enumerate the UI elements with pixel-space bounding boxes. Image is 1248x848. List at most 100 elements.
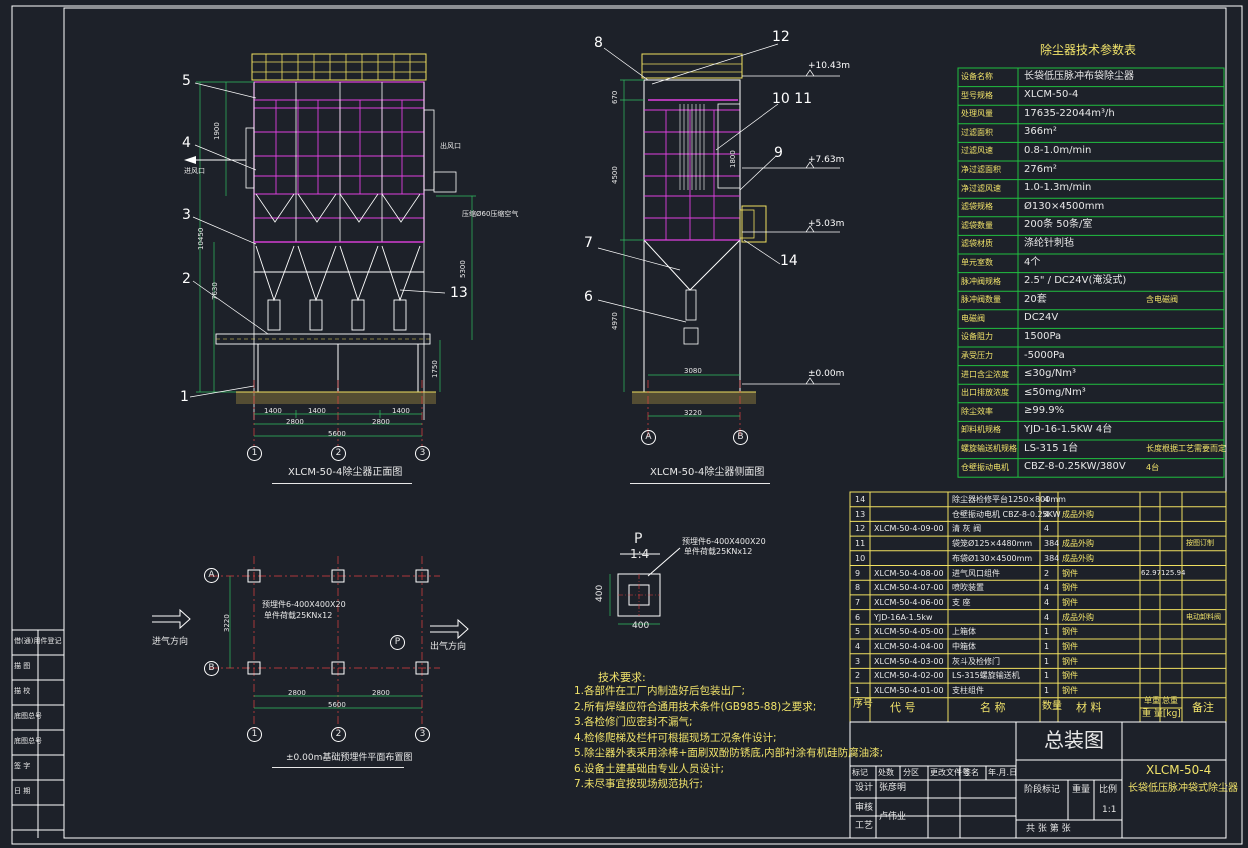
dim-front-1400-a: 1400 xyxy=(264,407,282,415)
sidebar-label: 日 期 xyxy=(14,787,31,795)
part-no: 7 xyxy=(855,597,861,607)
part-qty: 1 xyxy=(1044,671,1050,681)
dim-front-2800-a: 2800 xyxy=(286,418,304,426)
dim-front-7630: 7630 xyxy=(211,282,219,300)
dim-front-1400-b: 1400 xyxy=(308,407,326,415)
side-callout-6: 6 xyxy=(584,289,593,305)
dim-detail-400-h: 400 xyxy=(632,621,650,631)
part-material: 钢件 xyxy=(1062,686,1078,696)
dim-side-4500: 4500 xyxy=(611,166,619,184)
scale-value: 1:1 xyxy=(1102,805,1117,815)
part-material: 钢件 xyxy=(1062,583,1078,593)
axis-front-1: 1 xyxy=(247,446,262,461)
part-name: 上箱体 xyxy=(952,627,976,637)
param-value: ≤30g/Nm³ xyxy=(1024,368,1077,380)
part-name: 除尘器检修平台1250×800mm xyxy=(952,495,1066,504)
part-no: 1 xyxy=(855,686,861,696)
side-caption-underline xyxy=(630,483,770,484)
param-key: 滤袋数量 xyxy=(961,220,993,230)
title-block-grid xyxy=(849,721,1227,839)
param-value: 4个 xyxy=(1024,256,1041,268)
dim-side-3220: 3220 xyxy=(684,409,702,417)
stage-label: 阶段标记 xyxy=(1024,785,1061,795)
params-table-grid xyxy=(957,67,1225,478)
axis-plan-a: A xyxy=(204,568,219,583)
param-value: 366m² xyxy=(1024,126,1057,138)
dim-plan-2800-a: 2800 xyxy=(288,689,306,697)
title-label-1: 处数 xyxy=(878,768,894,777)
param-value: YJD-16-1.5KW 4台 xyxy=(1024,423,1113,435)
part-material: 成品外购 xyxy=(1062,553,1094,563)
param-key: 脉冲阀数量 xyxy=(961,295,1001,305)
title-label-5: 年.月.日 xyxy=(988,768,1018,777)
param-value: LS-315 1台 xyxy=(1024,442,1079,454)
sidebar-label: 签 字 xyxy=(14,762,31,770)
role-process: 工艺 xyxy=(855,821,874,831)
part-no: 2 xyxy=(855,671,861,681)
param-key: 过滤面积 xyxy=(961,127,993,137)
tech-req-item: 3.各检修门应密封不漏气; xyxy=(574,716,693,728)
param-value: 0.8-1.0m/min xyxy=(1024,144,1092,156)
axis-front-3: 3 xyxy=(415,446,430,461)
axis-plan-2: 2 xyxy=(331,727,346,742)
param-key: 卸料机规格 xyxy=(961,425,1001,435)
param-note: 4台 xyxy=(1146,462,1160,472)
dim-front-2800-b: 2800 xyxy=(372,418,390,426)
part-total-weight: 125.94 xyxy=(1161,568,1186,577)
sidebar-label: 底图总号 xyxy=(14,737,42,745)
gas-out-direction: 出气方向 xyxy=(430,642,467,652)
gas-in-direction: 进气方向 xyxy=(152,637,189,647)
dim-front-1400-c: 1400 xyxy=(392,407,410,415)
dim-side-1800: 1800 xyxy=(729,150,737,168)
dim-side-4970: 4970 xyxy=(611,312,619,330)
part-material: 钢件 xyxy=(1062,597,1078,607)
param-note: 长度根据工艺需要而定 xyxy=(1146,444,1226,453)
part-name: 支柱组件 xyxy=(952,686,984,696)
param-note: 含电磁阀 xyxy=(1146,295,1178,305)
plan-view-caption: ±0.00m基础预埋件平面布置图 xyxy=(286,753,413,763)
part-material: 钢件 xyxy=(1062,627,1078,637)
drawing-number: XLCM-50-4 xyxy=(1146,763,1212,777)
parts-header-mat: 材 料 xyxy=(1076,701,1102,714)
part-qty: 384 xyxy=(1044,539,1060,549)
side-callout-1: 12 xyxy=(772,29,790,45)
part-code: XLCM-50-4-03-00 xyxy=(874,656,944,666)
param-key: 滤袋材质 xyxy=(961,239,993,249)
detail-scale: 1:4 xyxy=(630,547,650,561)
param-key: 型号规格 xyxy=(961,90,993,100)
part-qty: 4 xyxy=(1044,495,1050,504)
front-caption-underline xyxy=(272,483,412,484)
param-key: 处理风量 xyxy=(961,109,993,119)
tech-req-item: 5.除尘器外表采用涂棒+面刷双酚防锈底,内部衬涂有机硅防腐油漆; xyxy=(574,747,884,759)
role-design: 设计 xyxy=(855,783,874,793)
param-key: 滤袋规格 xyxy=(961,202,993,212)
part-material: 成品外购 xyxy=(1062,539,1094,549)
axis-plan-p: P xyxy=(390,635,405,650)
side-callout-5: 14 xyxy=(780,253,798,269)
elevation-503: +5.03m xyxy=(808,219,845,229)
plan-view xyxy=(152,556,469,730)
front-callout-1: 1 xyxy=(180,389,189,405)
detail-note-1: 预埋件6-400X400X20 xyxy=(682,537,766,546)
part-code: XLCM-50-4-07-00 xyxy=(874,583,944,593)
param-value: 涤纶针刺毡 xyxy=(1024,237,1074,249)
part-qty: 4 xyxy=(1044,583,1050,593)
part-material: 钢件 xyxy=(1062,642,1078,651)
param-key: 承受压力 xyxy=(961,351,993,360)
part-qty: 4 xyxy=(1044,597,1050,607)
param-key: 脉冲阀规格 xyxy=(961,276,1001,286)
dim-plan-2800-b: 2800 xyxy=(372,689,390,697)
dim-side-3080: 3080 xyxy=(684,367,702,375)
inlet-label: 进风口 xyxy=(184,167,205,175)
part-material: 成品外购 xyxy=(1062,509,1094,519)
part-qty: 2 xyxy=(1044,568,1050,578)
part-name: LS-315螺旋输送机 xyxy=(952,671,1020,681)
part-no: 3 xyxy=(855,656,861,666)
title-label-2: 分区 xyxy=(903,768,919,777)
param-key: 过滤风速 xyxy=(961,146,993,156)
compressed-air-note: 压缩Ø60压缩空气 xyxy=(462,210,519,218)
elevation-000: ±0.00m xyxy=(808,369,845,379)
detail-p xyxy=(609,547,681,625)
